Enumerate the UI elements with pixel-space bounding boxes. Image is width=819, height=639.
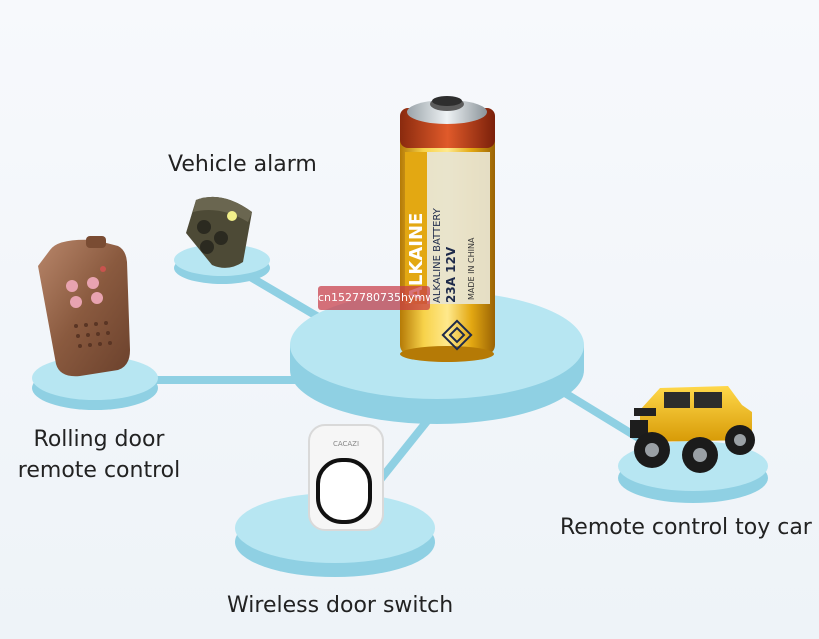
recycle-icon [441,319,473,351]
label-rolling-door-line2: remote control [17,458,181,483]
wireless-door-switch-icon: CACAZI [308,424,384,531]
label-remote-toy-car: Remote control toy car [560,515,812,540]
battery-model-text: 23A 12V [444,246,458,303]
battery-type-text: ALKALINE BATTERY [432,207,443,303]
label-vehicle-alarm: Vehicle alarm [168,152,317,177]
toy-car-icon [630,386,755,473]
doorbell-brand-text: CACAZI [333,440,359,448]
battery-brand-text: ALKAINE [406,213,427,300]
label-rolling-door-line1: Rolling door [33,427,165,452]
vehicle-alarm-fob-icon [186,196,252,268]
watermark-overlay: cn1527780735hymw [318,286,430,310]
battery-origin-text: MADE IN CHINA [467,237,476,300]
rolling-door-remote-icon [38,236,130,377]
battery-23a: ALKALINE BATTERY 23A 12V MADE IN CHINA A… [400,96,495,362]
label-wireless-door-switch: Wireless door switch [227,593,454,618]
